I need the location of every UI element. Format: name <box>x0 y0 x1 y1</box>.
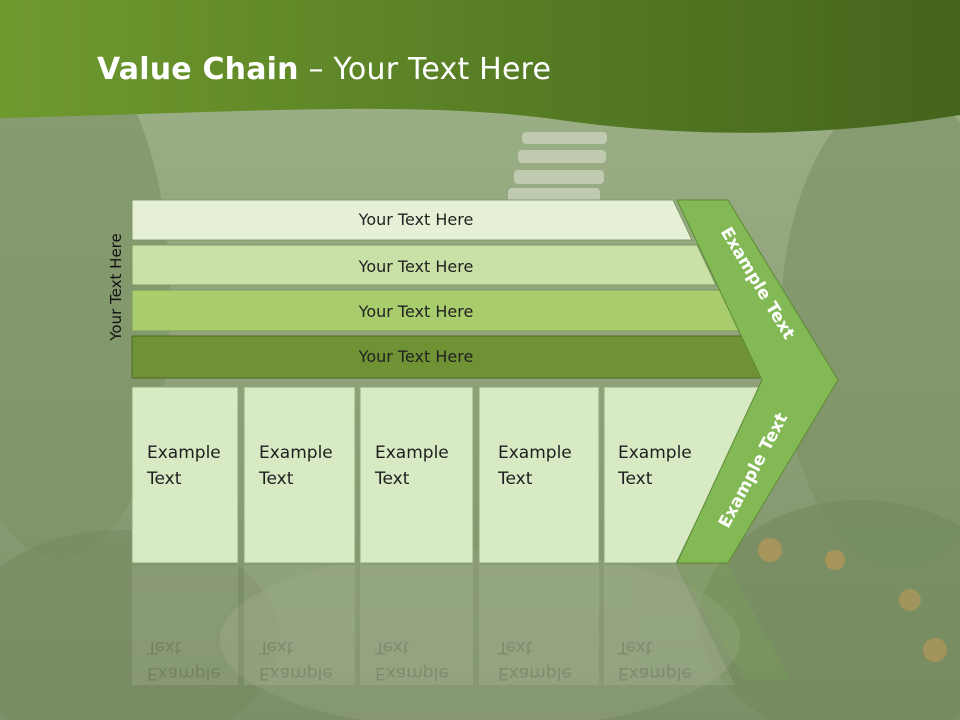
cell-5-label: Example Text <box>618 443 692 489</box>
cell-3 <box>359 386 474 564</box>
bar-1-label: Your Text Here <box>358 210 474 229</box>
bar-4: Your Text Here <box>131 335 764 379</box>
cell-2 <box>243 386 356 564</box>
bar-3-label: Your Text Here <box>358 302 474 321</box>
cell-1-label: Example Text <box>147 443 221 489</box>
cell-2-reflection-label: Example Text <box>259 637 333 683</box>
cell-4-reflection-label: Example Text <box>498 637 572 683</box>
slide-title-rest: – Your Text Here <box>298 52 552 87</box>
cell-3-reflection-label: Example Text <box>375 637 449 683</box>
cell-2-label: Example Text <box>259 443 333 489</box>
chevron-shape <box>676 199 839 564</box>
bar-1: Your Text Here <box>131 199 693 241</box>
cell-1 <box>131 386 239 564</box>
cell-3-label: Example Text <box>375 443 449 489</box>
bar-1-shape <box>131 199 693 241</box>
cell-4 <box>478 386 600 564</box>
bar-2: Your Text Here <box>131 244 717 286</box>
bar-2-label: Your Text Here <box>358 257 474 276</box>
cell-4-label: Example Text <box>498 443 572 489</box>
slide-title-bold: Value Chain <box>97 52 299 87</box>
slide-title: Value Chain – Your Text Here <box>97 52 551 87</box>
cell-1-reflection-label: Example Text <box>147 637 221 683</box>
cells-reflection <box>132 565 735 685</box>
bar-3: Your Text Here <box>131 289 740 332</box>
cell-5-reflection-label: Example Text <box>618 637 692 683</box>
cell-5 <box>603 386 763 564</box>
bar-2-shape <box>131 244 717 286</box>
bar-4-label: Your Text Here <box>358 347 474 366</box>
chevron-reflection <box>677 565 790 680</box>
